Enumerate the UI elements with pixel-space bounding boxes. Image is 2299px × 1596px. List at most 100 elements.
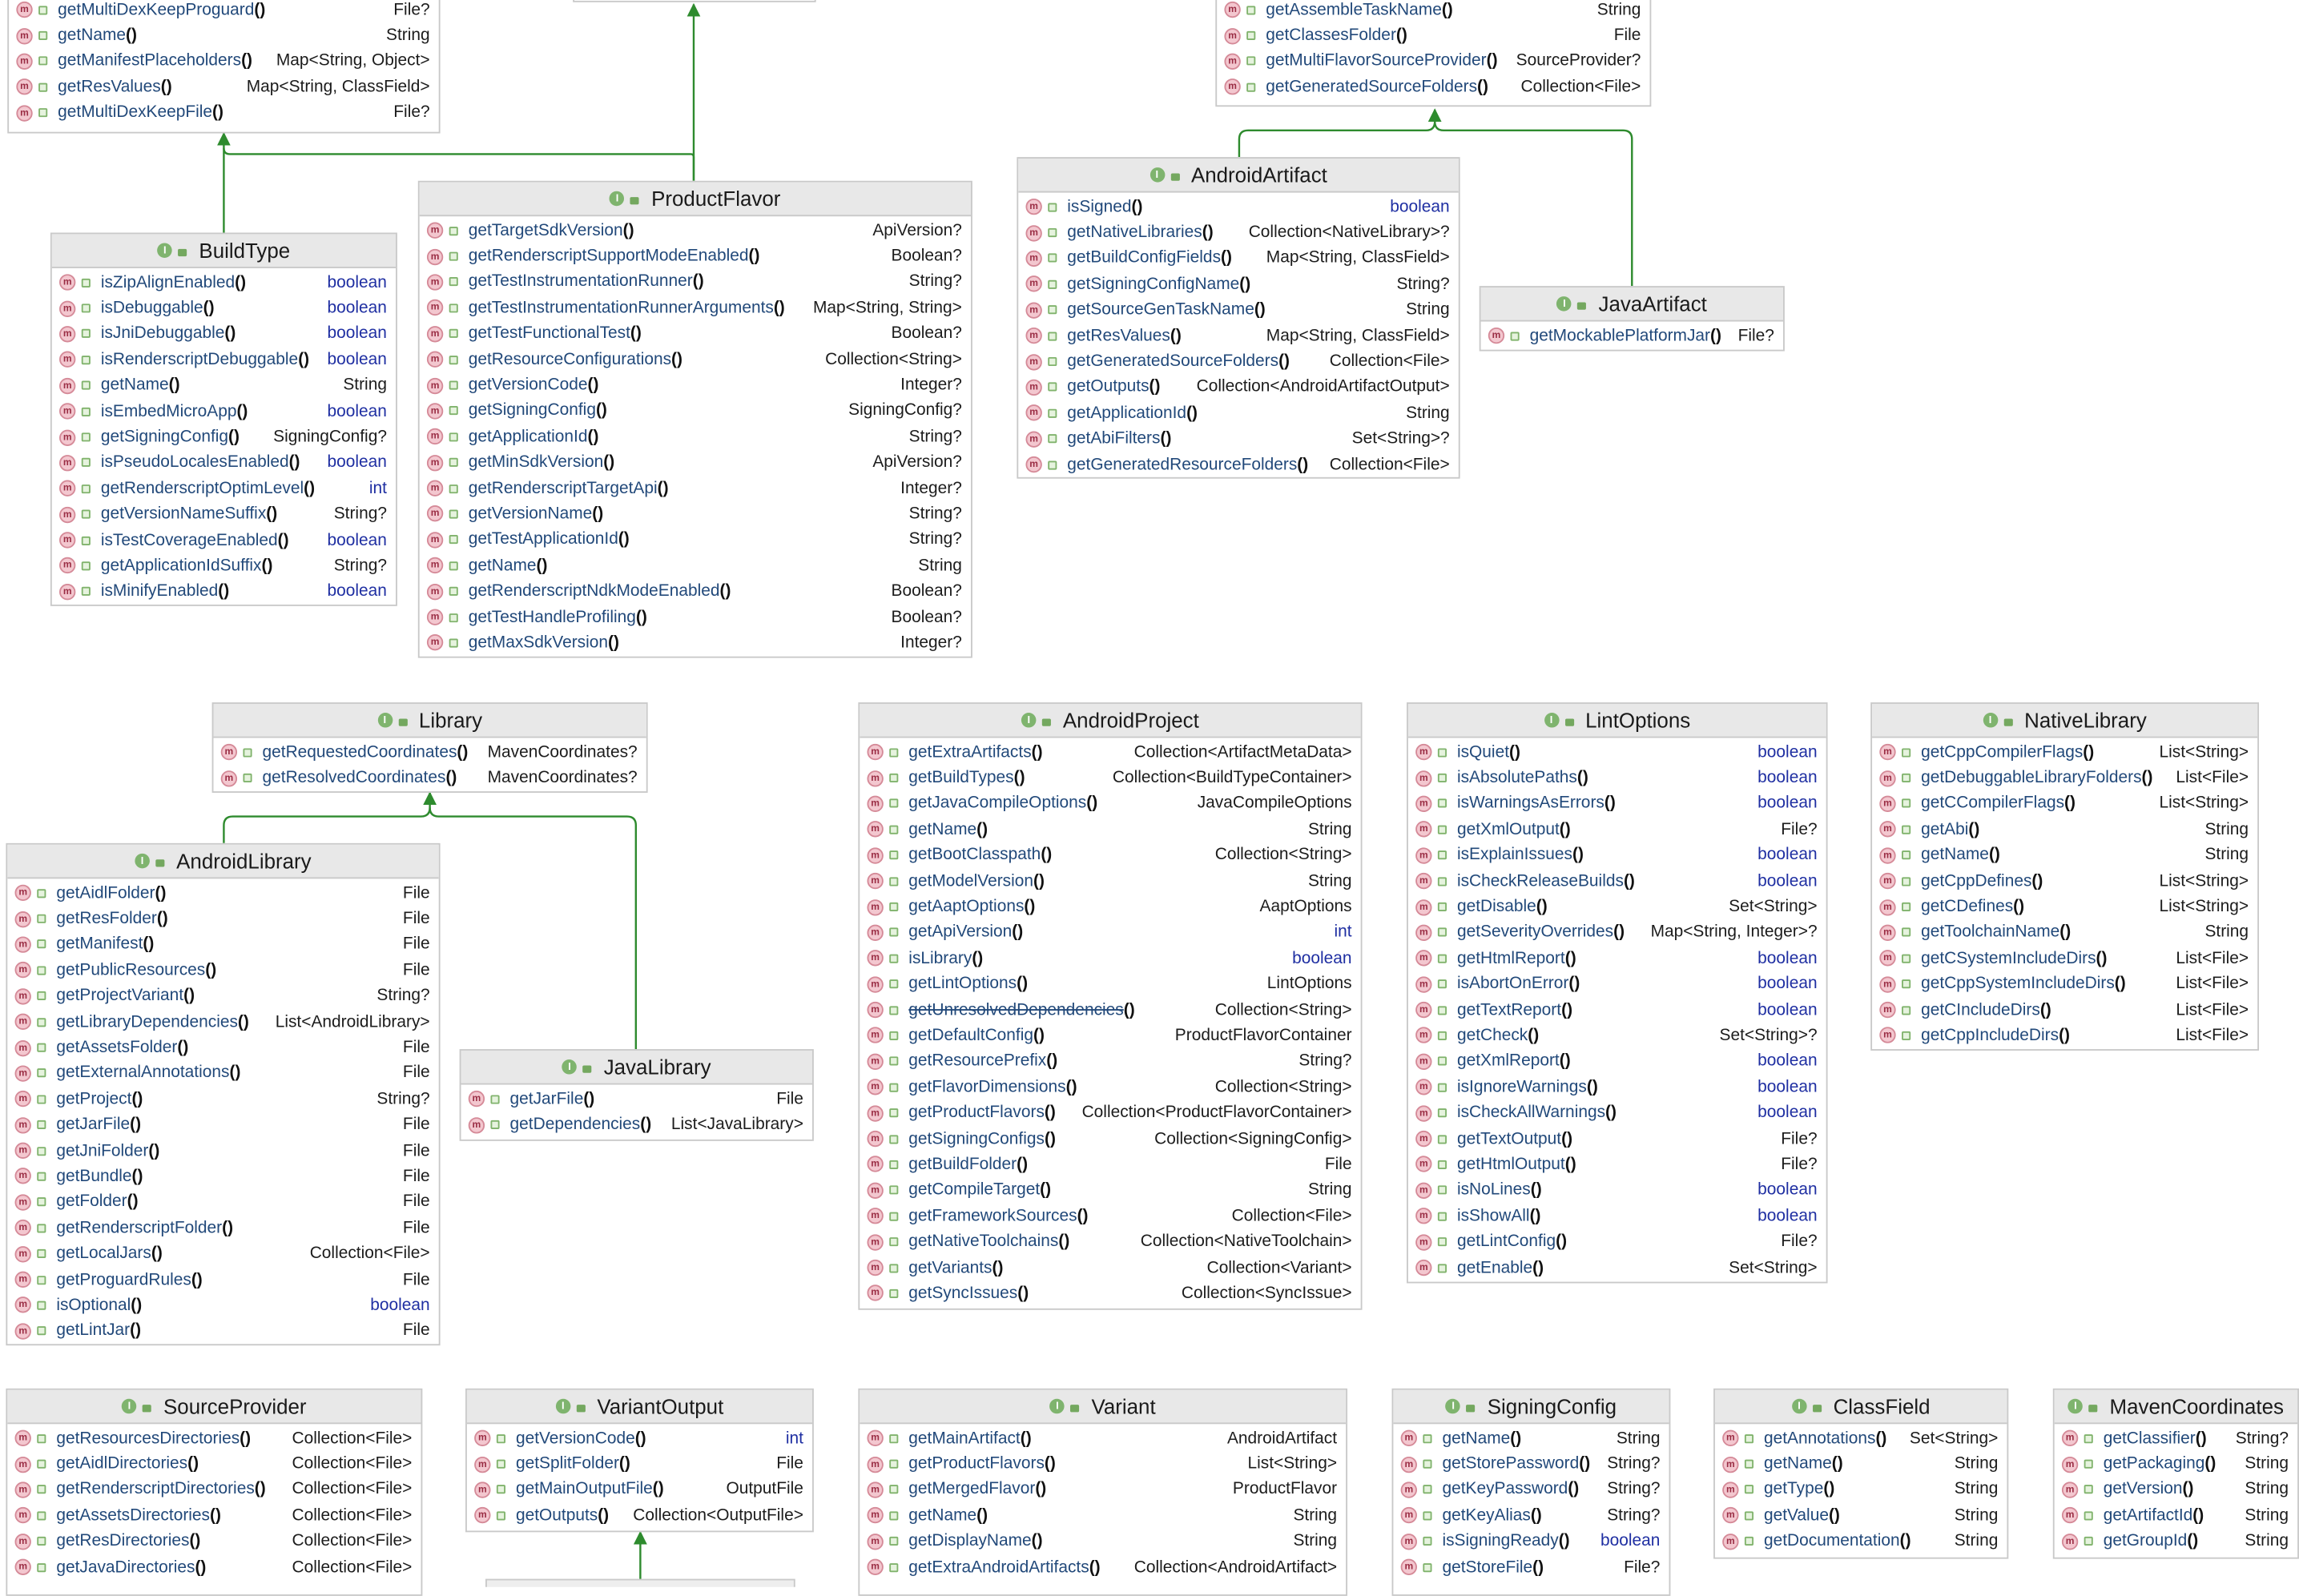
method-row[interactable]: mgetFrameworkSources()Collection<File> <box>860 1204 1360 1229</box>
class-box-nativelibrary[interactable]: INativeLibrarymgetCppCompilerFlags()List… <box>1870 702 2260 1051</box>
method-row[interactable]: misZipAlignEnabled()boolean <box>52 270 396 295</box>
method-row[interactable]: misWarningsAsErrors()boolean <box>1408 791 1826 817</box>
method-row[interactable]: mgetTestHandleProfiling()Boolean? <box>420 605 971 630</box>
method-row[interactable]: mgetUnresolvedDependencies()Collection<S… <box>860 997 1360 1023</box>
method-row[interactable]: mgetNativeToolchains()Collection<NativeT… <box>860 1229 1360 1255</box>
method-row[interactable]: mgetCSystemIncludeDirs()List<File> <box>1872 946 2257 971</box>
method-row[interactable]: mgetLibraryDependencies()List<AndroidLib… <box>7 1009 438 1035</box>
method-row[interactable]: mgetRenderscriptFolder()File <box>7 1215 438 1240</box>
method-row[interactable]: misCheckAllWarnings()boolean <box>1408 1100 1826 1126</box>
method-row[interactable]: mgetFlavorDimensions()Collection<String> <box>860 1075 1360 1100</box>
method-row[interactable]: mgetExtraArtifacts()Collection<ArtifactM… <box>860 739 1360 765</box>
method-row[interactable]: mgetArtifactId()String <box>2055 1503 2297 1529</box>
method-row[interactable]: mgetXmlReport()boolean <box>1408 1049 1826 1075</box>
method-row[interactable]: mgetDisable()Set<String> <box>1408 894 1826 919</box>
method-row[interactable]: mgetResValues()Map<String, ClassField> <box>1018 323 1459 348</box>
method-row[interactable]: mgetKeyAlias()String? <box>1393 1503 1669 1529</box>
method-row[interactable]: mgetName()String <box>860 1503 1346 1529</box>
method-row[interactable]: mgetMockablePlatformJar()File? <box>1481 323 1783 348</box>
class-box-javaartifact[interactable]: IJavaArtifactmgetMockablePlatformJar()Fi… <box>1479 286 1785 352</box>
method-row[interactable]: misMinifyEnabled()boolean <box>52 579 396 605</box>
method-row[interactable]: misSigningReady()boolean <box>1393 1529 1669 1554</box>
method-row[interactable]: mgetManifest()File <box>7 931 438 957</box>
class-box-androidproject[interactable]: IAndroidProjectmgetExtraArtifacts()Colle… <box>858 702 1363 1310</box>
method-row[interactable]: mgetRenderscriptOptimLevel()int <box>52 476 396 501</box>
method-row[interactable]: mgetClassesFolder()File <box>1217 22 1649 48</box>
method-row[interactable]: mgetManifestPlaceholders()Map<String, Ob… <box>9 49 439 74</box>
method-row[interactable]: mgetMainOutputFile()OutputFile <box>467 1477 812 1502</box>
method-row[interactable]: mgetCppCompilerFlags()List<String> <box>1872 739 2257 765</box>
method-row[interactable]: mgetJavaDirectories()Collection<File> <box>7 1554 421 1580</box>
method-row[interactable]: mgetXmlOutput()File? <box>1408 817 1826 842</box>
method-row[interactable]: mgetMultiDexKeepProguard()File? <box>9 0 439 22</box>
method-row[interactable]: mgetGeneratedSourceFolders()Collection<F… <box>1018 348 1459 374</box>
method-row[interactable]: mgetVersionNameSuffix()String? <box>52 501 396 527</box>
method-row[interactable]: mgetOutputs()Collection<OutputFile> <box>467 1503 812 1529</box>
method-row[interactable]: mgetSigningConfigs()Collection<SigningCo… <box>860 1126 1360 1152</box>
method-row[interactable]: mgetVersionCode()int <box>467 1425 812 1451</box>
method-row[interactable]: mgetDependencies()List<JavaLibrary> <box>461 1112 812 1138</box>
method-row[interactable]: mgetType()String <box>1715 1477 2007 1502</box>
method-row[interactable]: mgetLocalJars()Collection<File> <box>7 1241 438 1267</box>
method-row[interactable]: mgetJarFile()File <box>7 1112 438 1138</box>
method-row[interactable]: mgetStoreFile()File? <box>1393 1554 1669 1580</box>
method-row[interactable]: mgetLintConfig()File? <box>1408 1229 1826 1255</box>
method-row[interactable]: mgetAbi()String <box>1872 817 2257 842</box>
method-row[interactable]: mgetTestFunctionalTest()Boolean? <box>420 321 971 347</box>
method-row[interactable]: mgetBuildTypes()Collection<BuildTypeCont… <box>860 766 1360 791</box>
method-row[interactable]: mgetCppIncludeDirs()List<File> <box>1872 1023 2257 1048</box>
method-row[interactable]: mgetModelVersion()String <box>860 868 1360 894</box>
method-row[interactable]: mgetTestInstrumentationRunner()String? <box>420 269 971 295</box>
method-row[interactable]: mgetApplicationIdSuffix()String? <box>52 553 396 579</box>
method-row[interactable]: mgetValue()String <box>1715 1503 2007 1529</box>
method-row[interactable]: misQuiet()boolean <box>1408 739 1826 765</box>
method-row[interactable]: mgetNativeLibraries()Collection<NativeLi… <box>1018 220 1459 246</box>
method-row[interactable]: mgetRenderscriptSupportModeEnabled()Bool… <box>420 243 971 269</box>
method-row[interactable]: misEmbedMicroApp()boolean <box>52 399 396 424</box>
method-row[interactable]: mgetVersionName()String? <box>420 501 971 527</box>
class-box-variant[interactable]: IVariantmgetMainArtifact()AndroidArtifac… <box>858 1388 1348 1596</box>
method-row[interactable]: mgetExtraAndroidArtifacts()Collection<An… <box>860 1554 1346 1580</box>
method-row[interactable]: mgetEnable()Set<String> <box>1408 1255 1826 1280</box>
class-box-ba[interactable]: mgetAssembleTaskName()StringmgetClassesF… <box>1215 0 1652 107</box>
method-row[interactable]: misJniDebuggable()boolean <box>52 321 396 347</box>
method-row[interactable]: mgetSigningConfig()SigningConfig? <box>420 398 971 424</box>
method-row[interactable]: mgetName()String <box>9 22 439 48</box>
method-row[interactable]: misAbsolutePaths()boolean <box>1408 766 1826 791</box>
method-row[interactable]: mgetToolchainName()String <box>1872 920 2257 946</box>
method-row[interactable]: mgetSigningConfig()SigningConfig? <box>52 424 396 450</box>
method-row[interactable]: misAbortOnError()boolean <box>1408 971 1826 997</box>
method-row[interactable]: misCheckReleaseBuilds()boolean <box>1408 868 1826 894</box>
method-row[interactable]: mgetBootClasspath()Collection<String> <box>860 842 1360 868</box>
method-row[interactable]: mgetResourcePrefix()String? <box>860 1049 1360 1075</box>
method-row[interactable]: mgetTextOutput()File? <box>1408 1126 1826 1152</box>
method-row[interactable]: misExplainIssues()boolean <box>1408 842 1826 868</box>
method-row[interactable]: mgetMainArtifact()AndroidArtifact <box>860 1425 1346 1451</box>
method-row[interactable]: mgetOutputs()Collection<AndroidArtifactO… <box>1018 375 1459 400</box>
method-row[interactable]: mgetSourceGenTaskName()String <box>1018 297 1459 323</box>
method-row[interactable]: mgetKeyPassword()String? <box>1393 1477 1669 1502</box>
class-box-productflavor[interactable]: IProductFlavormgetTargetSdkVersion()ApiV… <box>417 180 972 658</box>
method-row[interactable]: misPseudoLocalesEnabled()boolean <box>52 450 396 476</box>
method-row[interactable]: mgetTestInstrumentationRunnerArguments()… <box>420 295 971 321</box>
class-box-javalibrary[interactable]: IJavaLibrarymgetJarFile()FilemgetDepende… <box>459 1049 814 1141</box>
method-row[interactable]: mgetCppDefines()List<String> <box>1872 868 2257 894</box>
method-row[interactable]: misRenderscriptDebuggable()boolean <box>52 347 396 372</box>
method-row[interactable]: misOptional()boolean <box>7 1292 438 1318</box>
method-row[interactable]: mgetName()String <box>860 817 1360 842</box>
method-row[interactable]: mgetName()String <box>52 372 396 398</box>
method-row[interactable]: mgetApplicationId()String <box>1018 400 1459 426</box>
method-row[interactable]: mgetAidlFolder()File <box>7 880 438 906</box>
method-row[interactable]: mgetClassifier()String? <box>2055 1425 2297 1451</box>
method-row[interactable]: mgetProductFlavors()List<String> <box>860 1451 1346 1477</box>
method-row[interactable]: mgetResValues()Map<String, ClassField> <box>9 74 439 100</box>
method-row[interactable]: mgetGeneratedResourceFolders()Collection… <box>1018 452 1459 477</box>
class-box-classfield[interactable]: IClassFieldmgetAnnotations()Set<String>m… <box>1713 1388 2009 1559</box>
method-row[interactable]: mgetApiVersion()int <box>860 920 1360 946</box>
class-box-lintoptions[interactable]: ILintOptionsmisQuiet()booleanmisAbsolute… <box>1407 702 1828 1284</box>
method-row[interactable]: mgetAnnotations()Set<String> <box>1715 1425 2007 1451</box>
method-row[interactable]: mgetLintOptions()LintOptions <box>860 971 1360 997</box>
method-row[interactable]: misNoLines()boolean <box>1408 1177 1826 1203</box>
method-row[interactable]: mgetBuildFolder()File <box>860 1152 1360 1177</box>
method-row[interactable]: mgetHtmlReport()boolean <box>1408 946 1826 971</box>
